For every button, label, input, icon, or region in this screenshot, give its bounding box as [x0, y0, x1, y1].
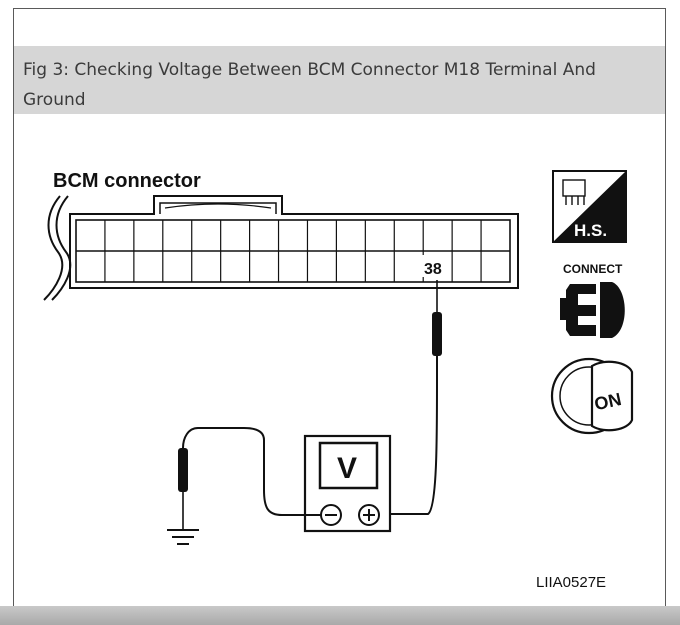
bcm-connector: 38	[43, 195, 519, 301]
hs-label: H.S.	[574, 221, 607, 240]
harness-side-icon: H.S.	[552, 170, 627, 243]
connect-label: CONNECT	[563, 262, 623, 276]
caption-bar: Fig 3: Checking Voltage Between BCM Conn…	[14, 46, 665, 114]
voltmeter-icon: V	[303, 434, 392, 533]
ground-icon	[167, 529, 199, 545]
ignition-on-icon: ON	[550, 357, 634, 435]
connector-label: BCM connector	[53, 170, 201, 192]
bottom-scroll-bar	[0, 606, 680, 625]
terminal-number: 38	[424, 261, 442, 278]
figure-code: LIIA0527E	[536, 574, 606, 591]
negative-probe	[178, 427, 321, 530]
connect-icon: CONNECT	[560, 262, 625, 338]
figure-caption: Fig 3: Checking Voltage Between BCM Conn…	[23, 60, 596, 110]
meter-symbol: V	[337, 452, 357, 485]
positive-probe	[380, 280, 442, 515]
